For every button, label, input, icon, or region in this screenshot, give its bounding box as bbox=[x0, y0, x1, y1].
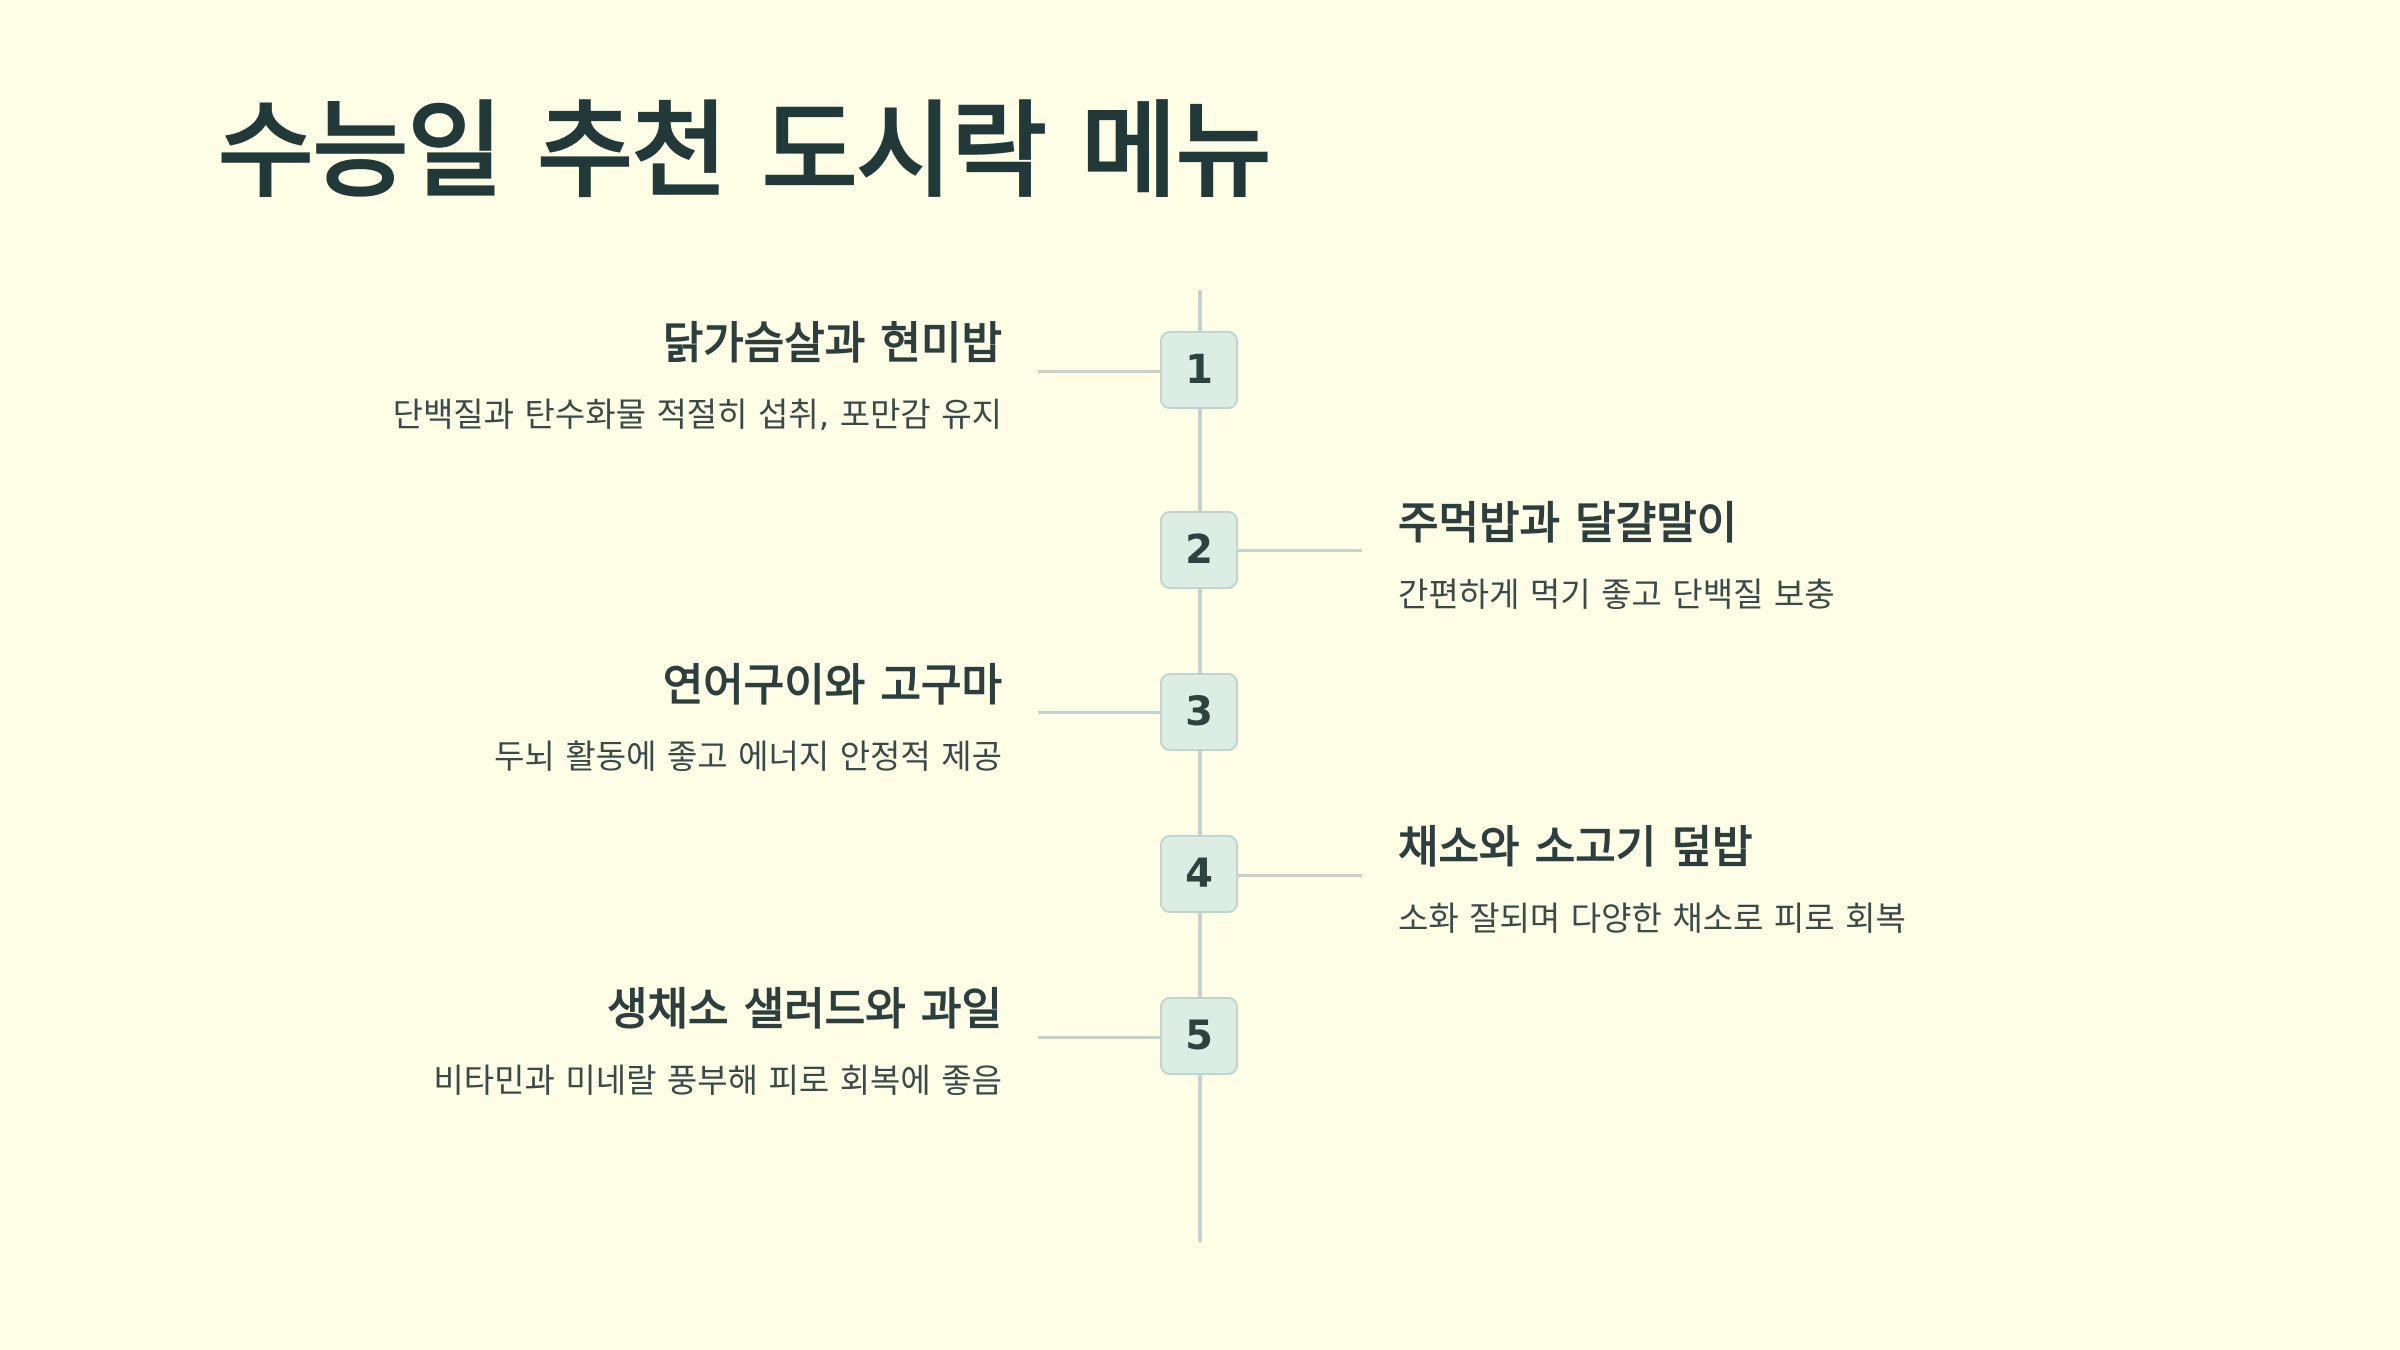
timeline-entry-2: 주먹밥과 달걀말이 간편하게 먹기 좋고 단백질 보충 bbox=[1398, 498, 1835, 614]
connector-line bbox=[1038, 1036, 1162, 1039]
step-badge-2: 2 bbox=[1160, 511, 1238, 589]
connector-line bbox=[1038, 370, 1162, 373]
timeline-entry-1: 닭가슴살과 현미밥 단백질과 탄수화물 적절히 섭취, 포만감 유지 bbox=[393, 318, 1002, 434]
timeline-entry-5: 생채소 샐러드와 과일 비타민과 미네랄 풍부해 피로 회복에 좋음 bbox=[433, 984, 1002, 1100]
entry-description: 간편하게 먹기 좋고 단백질 보충 bbox=[1398, 574, 1835, 614]
entry-description: 소화 잘되며 다양한 채소로 피로 회복 bbox=[1398, 898, 1906, 938]
connector-line bbox=[1038, 711, 1162, 714]
entry-title: 생채소 샐러드와 과일 bbox=[607, 984, 1002, 1035]
connector-line bbox=[1238, 549, 1362, 552]
entry-description: 단백질과 탄수화물 적절히 섭취, 포만감 유지 bbox=[392, 394, 1002, 434]
step-badge-4: 4 bbox=[1160, 835, 1238, 913]
entry-description: 두뇌 활동에 좋고 에너지 안정적 제공 bbox=[494, 736, 1002, 776]
step-badge-1: 1 bbox=[1160, 331, 1238, 409]
step-badge-3: 3 bbox=[1160, 673, 1238, 751]
timeline-line bbox=[1198, 290, 1202, 1242]
page-title: 수능일 추천 도시락 메뉴 bbox=[218, 90, 1271, 212]
timeline-entry-3: 연어구이와 고구마 두뇌 활동에 좋고 에너지 안정적 제공 bbox=[494, 660, 1002, 776]
timeline-entry-4: 채소와 소고기 덮밥 소화 잘되며 다양한 채소로 피로 회복 bbox=[1398, 822, 1906, 938]
entry-title: 주먹밥과 달걀말이 bbox=[1398, 498, 1738, 549]
entry-description: 비타민과 미네랄 풍부해 피로 회복에 좋음 bbox=[433, 1060, 1002, 1100]
entry-title: 연어구이와 고구마 bbox=[662, 660, 1002, 711]
step-badge-5: 5 bbox=[1160, 997, 1238, 1075]
entry-title: 채소와 소고기 덮밥 bbox=[1398, 822, 1753, 873]
connector-line bbox=[1238, 874, 1362, 877]
entry-title: 닭가슴살과 현미밥 bbox=[662, 318, 1002, 369]
